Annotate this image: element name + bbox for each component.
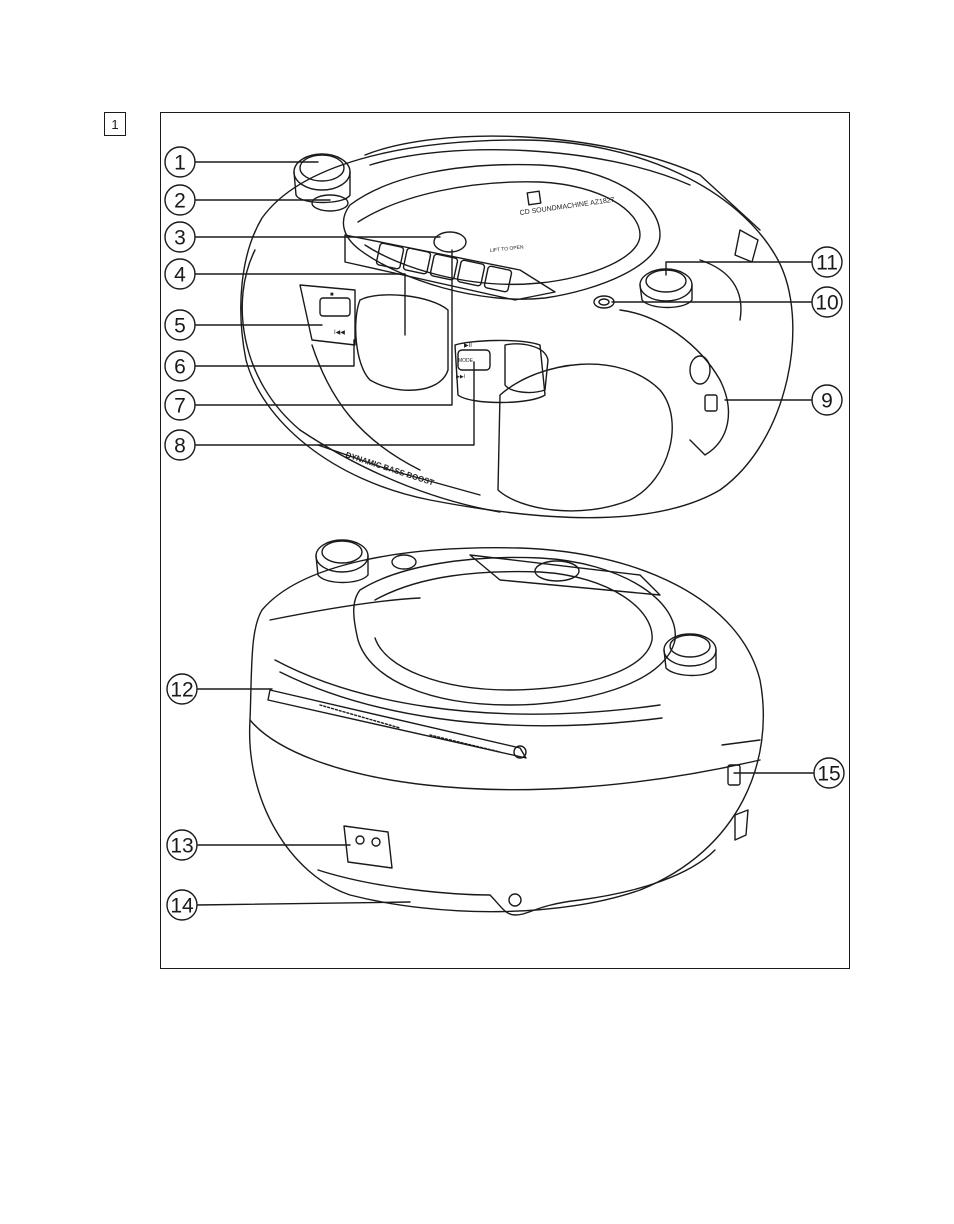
play-pause-label: ▶II: [464, 343, 472, 349]
ac-socket: [343, 825, 393, 869]
telescopic-antenna: [267, 689, 527, 759]
mode-label: MODE: [458, 358, 474, 364]
callout-leader-4: [194, 273, 406, 336]
callout-10: 10: [611, 286, 843, 318]
cd-next-button[interactable]: [429, 253, 459, 281]
callout-circle-1: [164, 146, 196, 178]
cd-stop-button[interactable]: [375, 242, 405, 270]
callout-15: 15: [733, 757, 845, 789]
headphone-jack: [593, 295, 615, 309]
callout-circle-9: [811, 384, 843, 416]
callout-4: 4: [164, 258, 406, 336]
callout-number-6: 6: [174, 356, 186, 379]
callout-7: 7: [164, 249, 453, 421]
callout-leader-6: [194, 339, 355, 367]
callout-circle-8: [164, 429, 196, 461]
callout-12: 12: [166, 673, 273, 705]
next-label: ▶▶I: [456, 374, 465, 380]
lid-open-text: LIFT TO OPEN: [490, 244, 525, 254]
callout-circle-2: [164, 184, 196, 216]
callout-11: 11: [665, 246, 843, 278]
callout-number-4: 4: [174, 264, 186, 287]
callout-number-9: 9: [821, 390, 833, 413]
band-selector[interactable]: [704, 394, 718, 412]
callout-number-11: 11: [816, 252, 838, 275]
lid-model-text: CD SOUNDMACHINE AZ1827: [519, 197, 615, 217]
cd-button-row: [344, 234, 556, 301]
callout-number-8: 8: [174, 435, 186, 458]
volume-knob[interactable]: [293, 153, 351, 191]
callout-2: 2: [164, 184, 331, 216]
callout-circle-3: [164, 221, 196, 253]
device-rear-body: [248, 547, 764, 913]
callout-circle-7: [164, 389, 196, 421]
callout-1: 1: [164, 146, 319, 178]
cassette-door: [454, 339, 546, 404]
cd-lid: [342, 163, 661, 300]
callout-number-13: 13: [170, 835, 193, 858]
callout-14: 14: [166, 889, 411, 921]
callout-number-10: 10: [815, 292, 838, 315]
callout-circle-14: [166, 889, 198, 921]
battery-compartment: [317, 849, 716, 916]
callout-leader-14: [196, 901, 411, 906]
callout-number-14: 14: [170, 895, 194, 918]
callout-13: 13: [166, 829, 351, 861]
rear-lid-button: [534, 560, 580, 582]
cd-mode-button[interactable]: [483, 265, 513, 293]
lid-open-button[interactable]: [433, 231, 467, 253]
callout-circle-11: [811, 246, 843, 278]
callout-number-1: 1: [174, 152, 186, 175]
callout-number-5: 5: [174, 315, 186, 338]
callout-number-12: 12: [170, 679, 193, 702]
callout-number-15: 15: [817, 763, 840, 786]
callout-9: 9: [724, 384, 843, 416]
cd-prog-button[interactable]: [456, 259, 486, 287]
callout-leader-8: [194, 361, 475, 446]
function-dial[interactable]: [689, 355, 711, 385]
callout-number-3: 3: [174, 227, 186, 250]
device-top-body: [240, 139, 794, 519]
callout-circle-4: [164, 258, 196, 290]
callout-circle-15: [813, 757, 845, 789]
rear-dbb: [391, 554, 417, 570]
callout-circle-13: [166, 829, 198, 861]
bass-boost-text: DYNAMIC BASS BOOST: [344, 450, 435, 487]
callout-circle-12: [166, 673, 198, 705]
prev-label: I◀◀: [334, 330, 345, 336]
rear-lid: [353, 556, 676, 706]
right-speaker: [497, 363, 673, 512]
callout-8: 8: [164, 361, 475, 461]
callout-number-7: 7: [174, 395, 186, 418]
device-rear-view: [248, 539, 764, 916]
stop-label: ■: [330, 292, 334, 298]
callout-6: 6: [164, 339, 355, 382]
cd-logo: [526, 190, 542, 206]
callout-leader-7: [194, 249, 453, 406]
device-top-view: CD SOUNDMACHINE AZ1827 LIFT TO OPEN ■ I◀…: [240, 135, 794, 519]
tape-stop-button[interactable]: [319, 297, 351, 317]
callout-circle-5: [164, 309, 196, 341]
dbb-button[interactable]: [311, 194, 349, 212]
callout-circle-6: [164, 350, 196, 382]
figure-frame: [160, 112, 850, 969]
display-window: [355, 294, 449, 391]
voltage-selector: [727, 764, 741, 786]
figure-number: 1: [104, 112, 126, 136]
cd-prev-button[interactable]: [402, 247, 432, 275]
callout-3: 3: [164, 221, 441, 253]
callout-number-2: 2: [174, 190, 186, 213]
callout-5: 5: [164, 309, 323, 341]
callout-leader-11: [665, 261, 813, 276]
callout-circle-10: [811, 286, 843, 318]
